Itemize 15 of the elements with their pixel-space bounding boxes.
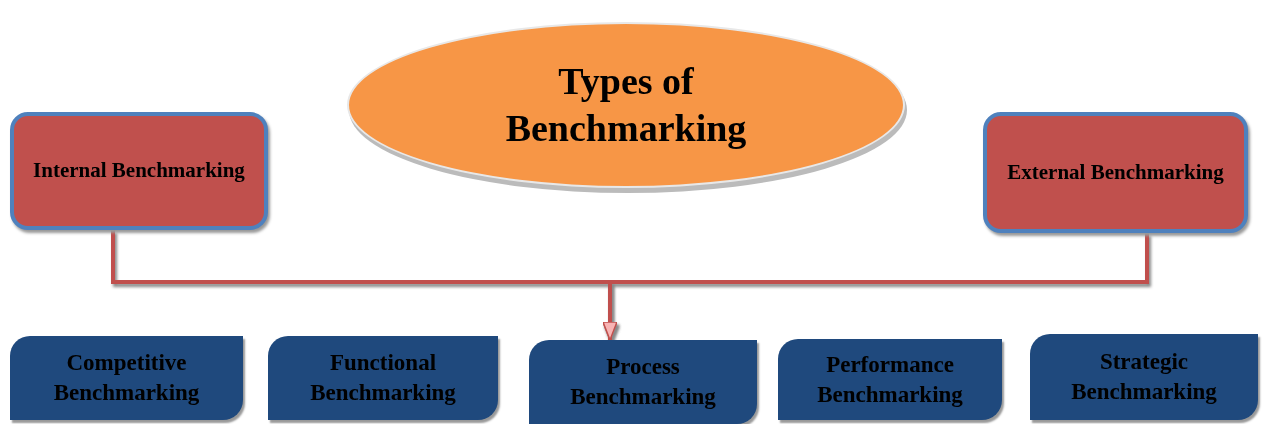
- node-label: Functional Benchmarking: [309, 349, 457, 407]
- node-label: Competitive Benchmarking: [52, 349, 201, 407]
- node-label: Process Benchmarking: [569, 353, 717, 411]
- type-box: [778, 339, 1002, 420]
- node-label: Performance Benchmarking: [816, 350, 964, 409]
- category-box: [983, 112, 1248, 233]
- type-box: [529, 340, 757, 424]
- node-label: External Benchmarking: [1007, 158, 1224, 186]
- node-label: Internal Benchmarking: [33, 157, 245, 185]
- title-text: Types of Benchmarking: [504, 58, 748, 151]
- type-box: [268, 336, 498, 420]
- category-box: [10, 112, 268, 230]
- type-box: [10, 336, 243, 420]
- type-box: [1030, 334, 1258, 420]
- node-label: Strategic Benchmarking: [1070, 348, 1218, 406]
